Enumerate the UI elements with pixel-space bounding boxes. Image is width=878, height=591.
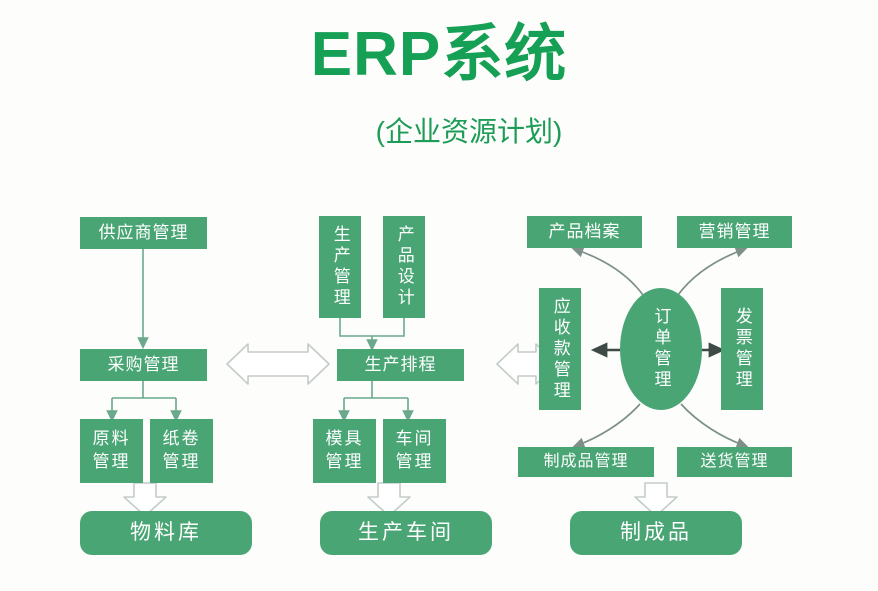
node-finished-products[interactable]: 制成品 bbox=[570, 511, 742, 555]
node-production-workshop[interactable]: 生产车间 bbox=[320, 511, 492, 555]
link-order-to-product-archive bbox=[571, 246, 644, 296]
node-product-archive[interactable]: 产品档案 bbox=[527, 216, 642, 248]
node-raw-material-management[interactable]: 原料 管理 bbox=[80, 419, 143, 483]
link-purchase-to-scheduling bbox=[226, 343, 330, 385]
node-marketing-management[interactable]: 营销管理 bbox=[677, 216, 792, 248]
node-mold-management[interactable]: 模具 管理 bbox=[313, 419, 376, 483]
page-title: ERP系统 bbox=[310, 20, 568, 89]
link-order-to-finished-goods bbox=[572, 403, 641, 449]
node-finished-goods-management[interactable]: 制成品管理 bbox=[518, 447, 654, 477]
node-product-design[interactable]: 产品设计 bbox=[383, 216, 425, 318]
node-receivables-management[interactable]: 应收款管理 bbox=[539, 288, 581, 410]
node-order-management[interactable]: 订单管理 bbox=[620, 288, 702, 410]
node-workshop-management[interactable]: 车间 管理 bbox=[383, 419, 446, 483]
node-delivery-management[interactable]: 送货管理 bbox=[677, 447, 792, 477]
node-supplier-management[interactable]: 供应商管理 bbox=[80, 217, 207, 249]
node-production-scheduling[interactable]: 生产排程 bbox=[337, 349, 464, 381]
node-invoice-management[interactable]: 发票管理 bbox=[721, 288, 763, 410]
link-order-to-delivery bbox=[680, 403, 749, 449]
page-subtitle: (企业资源计划) bbox=[0, 118, 878, 146]
link-scheduling-to-shop bbox=[338, 381, 414, 423]
node-material-warehouse[interactable]: 物料库 bbox=[80, 511, 252, 555]
link-purchase-to-materials bbox=[106, 381, 182, 423]
node-purchase-management[interactable]: 采购管理 bbox=[80, 349, 207, 381]
node-production-management[interactable]: 生产管理 bbox=[319, 216, 361, 318]
node-paper-roll-management[interactable]: 纸卷 管理 bbox=[150, 419, 213, 483]
page-subtitle-text: (企业资源计划) bbox=[375, 116, 563, 147]
link-production-to-scheduling bbox=[339, 318, 405, 352]
